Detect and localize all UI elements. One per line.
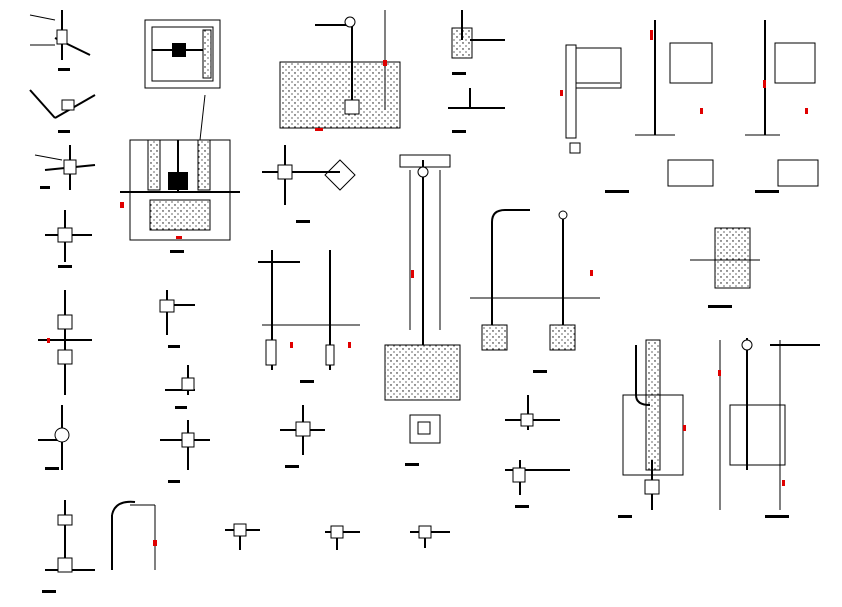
- detail-pipe-tee-1: [29, 10, 91, 71]
- detail-hanger-pair: [258, 250, 360, 383]
- detail-wall-pipe-1: [451, 10, 505, 75]
- detail-wall-pipe-2: [448, 88, 505, 133]
- detail-pipe-tee-2: [34, 145, 96, 190]
- detail-pipe-tee-3: [45, 210, 92, 268]
- detail-riser-foundation: [384, 154, 461, 466]
- detail-pipe-tee-6: [505, 395, 560, 430]
- detail-bottom-3: [410, 525, 450, 548]
- detail-valve-chamber-section: [120, 94, 240, 253]
- detail-pipe-cross-1: [165, 365, 195, 409]
- detail-riser-offset: [42, 500, 157, 593]
- detail-bracket-plan: [262, 145, 356, 223]
- detail-wall-bracket-1: [560, 44, 622, 154]
- detail-valve-small: [38, 405, 70, 470]
- detail-pipe-elbow-1: [29, 89, 96, 133]
- detail-union-vertical: [38, 290, 92, 395]
- detail-bottom-1: [225, 523, 260, 550]
- detail-riser-wall-2: [718, 338, 820, 518]
- detail-wall-bracket-2: [605, 20, 714, 193]
- detail-pipe-tee-7: [505, 460, 570, 508]
- detail-pipe-cross-2: [160, 420, 210, 483]
- detail-bottom-2: [325, 525, 360, 550]
- detail-riser-wall-1: [618, 339, 686, 518]
- detail-pipe-to-tank-pair: [470, 209, 600, 373]
- detail-wall-section: [690, 227, 760, 308]
- detail-slab-section: [279, 10, 401, 131]
- detail-plan-box: [144, 19, 221, 89]
- detail-wall-bracket-3: [745, 20, 819, 193]
- detail-pipe-tee-4: [159, 290, 195, 348]
- detail-pipe-tee-5: [280, 405, 325, 468]
